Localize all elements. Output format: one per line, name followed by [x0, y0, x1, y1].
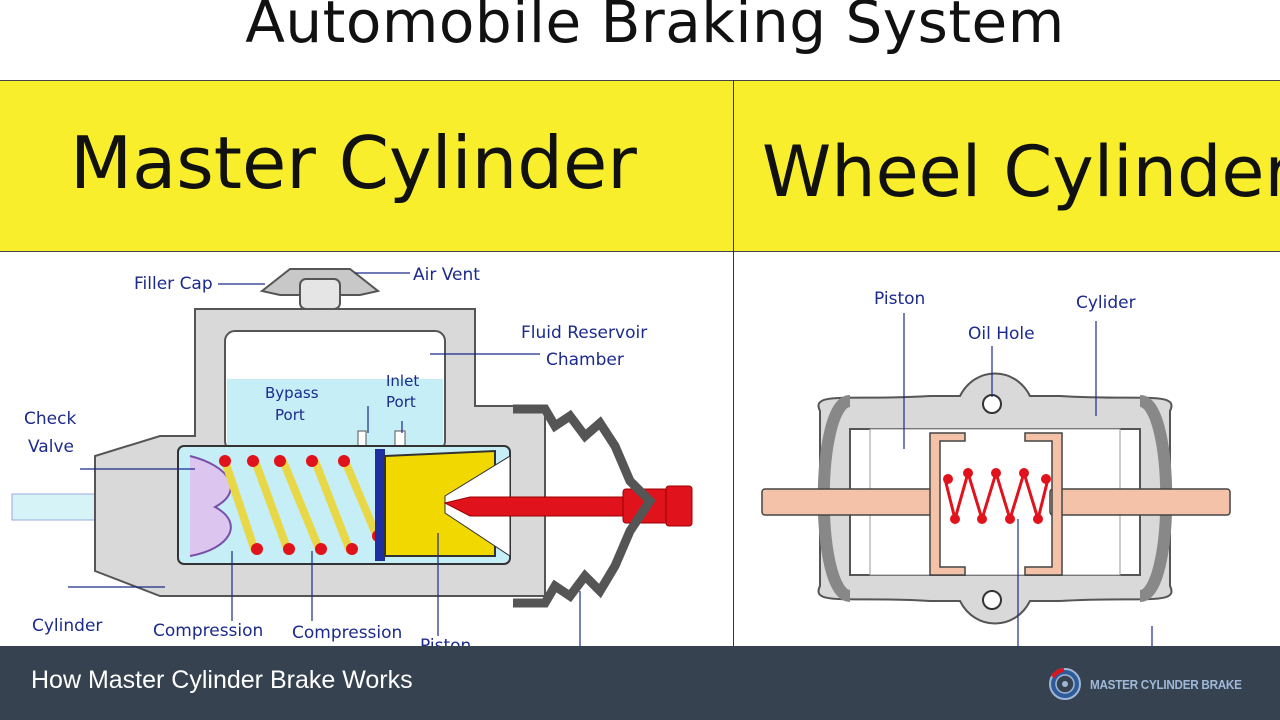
panel-divider [733, 80, 734, 646]
master-cylinder-heading: Master Cylinder [70, 121, 637, 205]
check-valve [189, 455, 232, 557]
wheel-spring-ends [943, 468, 1051, 524]
label-filler-cap: Filler Cap [134, 274, 213, 294]
push-rod [443, 496, 626, 517]
leader-lines [68, 272, 581, 646]
push-rod-knob [665, 485, 693, 527]
label-air-vent: Air Vent [413, 265, 480, 285]
label-compression-2: Compression [292, 623, 402, 643]
page-title: Automobile Braking System [245, 0, 1065, 56]
label-inlet: Inlet [386, 372, 419, 390]
footer-bar: How Master Cylinder Brake Works MASTER C… [0, 646, 1280, 720]
label-compression-1: Compression [153, 621, 263, 641]
right-piston [1024, 432, 1063, 576]
label-fluid-reservoir: Fluid Reservoir [521, 323, 647, 343]
label-cylinder: Cylinder [32, 616, 102, 636]
wheel-leader-lines [903, 313, 1153, 646]
piston [384, 449, 496, 557]
label-piston: Piston [874, 289, 925, 309]
label-inlet-port: Port [386, 393, 416, 411]
label-reservoir-chamber: Chamber [546, 350, 624, 370]
label-check: Check [24, 409, 76, 429]
brand-name: MASTER CYLINDER BRAKE [1089, 676, 1242, 692]
label-cylider: Cylider [1076, 293, 1136, 313]
master-cylinder-diagram: Filler Cap Air Vent Fluid Reservoir Cham… [11, 265, 693, 646]
wheel-cylinder-diagram: Piston Cylider Oil Hole [761, 289, 1231, 646]
label-bypass: Bypass [265, 384, 319, 402]
filler-cap-plug [299, 278, 341, 310]
brake-disc-icon [1048, 668, 1081, 700]
left-piston-rod [761, 488, 939, 516]
label-check-valve: Valve [28, 437, 74, 457]
braking-diagram: Filler Cap Air Vent Fluid Reservoir Cham… [11, 265, 1231, 646]
section-header-band: Master Cylinder Wheel Cylinder [0, 80, 1280, 252]
right-piston-rod [1049, 488, 1231, 516]
wheel-cylinder-heading: Wheel Cylinder [762, 131, 1280, 213]
label-bypass-port: Port [275, 406, 305, 424]
label-oil-hole: Oil Hole [968, 324, 1035, 344]
brand[interactable]: MASTER CYLINDER BRAKE [1048, 668, 1258, 700]
oil-hole-top [982, 394, 1002, 414]
left-piston [929, 432, 966, 576]
reservoir-fluid [227, 379, 443, 449]
label-piston-partial: Piston [420, 636, 471, 646]
title-bar: Automobile Braking System [0, 0, 1280, 80]
dust-boot [513, 404, 656, 608]
return-spring [221, 459, 382, 553]
oil-hole-bottom [982, 590, 1002, 610]
piston-seal [375, 449, 385, 561]
footer-caption: How Master Cylinder Brake Works [31, 666, 413, 694]
